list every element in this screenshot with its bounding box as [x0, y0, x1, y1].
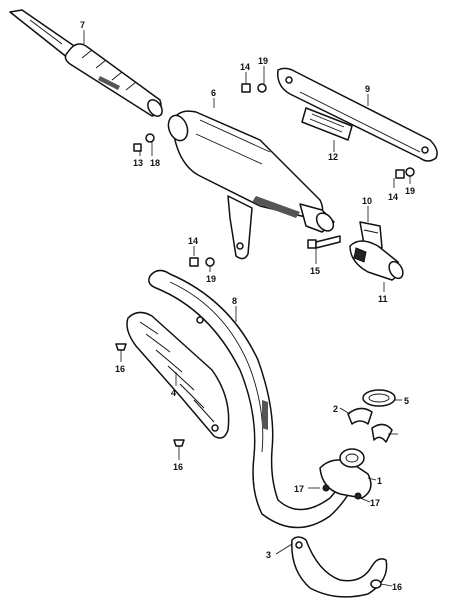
label-14-mid: 14	[188, 236, 198, 246]
label-8: 8	[232, 296, 237, 306]
bolt-14-top	[241, 83, 267, 93]
part-6-muffler	[167, 110, 335, 260]
bolt-16-left	[115, 343, 127, 351]
label-3: 3	[266, 550, 271, 560]
part-1-flange	[319, 448, 372, 500]
label-4: 4	[171, 388, 176, 398]
label-19-mid: 19	[206, 274, 216, 284]
label-18: 18	[150, 158, 160, 168]
part-4-pipe-protector	[126, 311, 230, 439]
label-10: 10	[362, 196, 372, 206]
bolt-16-bottom	[370, 579, 382, 589]
label-16-mid: 16	[173, 462, 183, 472]
bolt-14-mid	[189, 257, 215, 267]
part-2-collars	[347, 407, 393, 443]
label-17-left: 17	[294, 484, 304, 494]
part-5-gasket	[362, 389, 396, 407]
label-11: 11	[378, 294, 388, 304]
label-14-right: 14	[388, 192, 398, 202]
label-16-bottom: 16	[392, 582, 402, 592]
part-12-label-plate	[301, 107, 353, 141]
label-19-right: 19	[405, 186, 415, 196]
label-7: 7	[80, 20, 85, 30]
label-1: 1	[377, 476, 382, 486]
label-16-left: 16	[115, 364, 125, 374]
part-3-lower-guard	[291, 536, 388, 598]
label-17-right: 17	[370, 498, 380, 508]
leader-lines	[83, 30, 411, 587]
label-13: 13	[133, 158, 143, 168]
label-14-top: 14	[240, 62, 250, 72]
bolt-15	[307, 235, 341, 249]
label-19-top: 19	[258, 56, 268, 66]
label-12: 12	[328, 152, 338, 162]
bolt-14-right	[395, 167, 415, 179]
label-5: 5	[404, 396, 409, 406]
label-9: 9	[365, 84, 370, 94]
bolt-16-mid	[173, 439, 185, 447]
washer-18	[133, 133, 155, 152]
part-11-pipe-clamp	[349, 240, 404, 281]
part-7-tail-pipe	[9, 9, 163, 117]
label-15: 15	[310, 266, 320, 276]
label-2-left: 2	[333, 404, 338, 414]
label-6: 6	[211, 88, 216, 98]
part-labels: 7 6 9 14 19 12 13 18 10 14 19 14 19 15 1…	[80, 20, 415, 592]
part-9-heat-shield	[277, 67, 438, 162]
